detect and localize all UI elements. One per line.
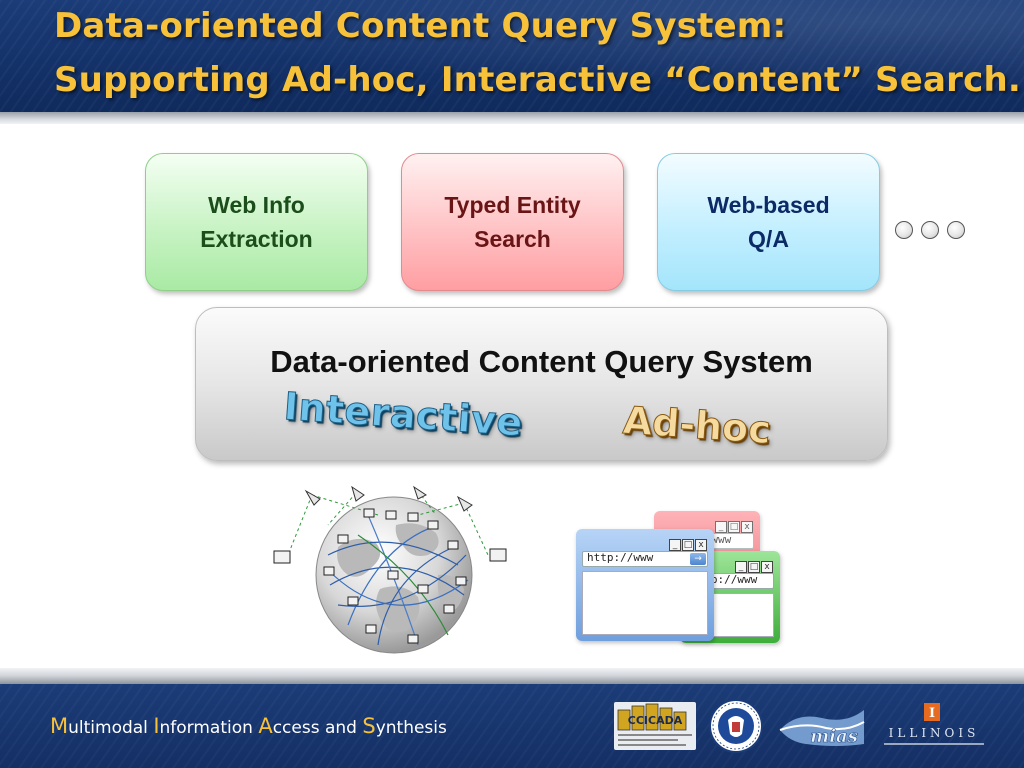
window-buttons: _□x bbox=[734, 554, 776, 573]
banner-texture bbox=[0, 0, 1024, 112]
box-label-line-2: Q/A bbox=[748, 226, 789, 252]
footer-initial: M bbox=[50, 714, 69, 738]
ccicada-logo: CCICADA bbox=[614, 702, 696, 750]
svg-text:ILLINOIS: ILLINOIS bbox=[889, 726, 980, 740]
web-info-extraction-box: Web Info Extraction bbox=[145, 153, 368, 291]
web-based-qa-box: Web-based Q/A bbox=[657, 153, 880, 291]
box-label-line-2: Extraction bbox=[200, 226, 313, 252]
browser-window-blue: _□x http://www → bbox=[576, 529, 714, 641]
mias-logo: mias bbox=[779, 710, 865, 747]
more-dots-icon bbox=[895, 221, 967, 239]
content-query-system-box: Data-oriented Content Query System Inter… bbox=[195, 307, 888, 461]
browser-windows-icon: _□x http://www _□x http://www _□x http:/… bbox=[572, 505, 787, 645]
window-buttons: _□x bbox=[668, 532, 710, 551]
slide-title-line-2: Supporting Ad-hoc, Interactive “Content”… bbox=[54, 60, 1021, 100]
footer-program-name: Multimodal Information Access and Synthe… bbox=[50, 714, 447, 738]
page-area bbox=[582, 571, 708, 635]
footer-divider bbox=[0, 668, 1024, 684]
slide-title-line-1: Data-oriented Content Query System: bbox=[54, 6, 787, 46]
footer-word: nformation bbox=[159, 718, 259, 738]
dot bbox=[921, 221, 939, 239]
box-label-line-1: Web Info bbox=[208, 192, 305, 218]
dot bbox=[895, 221, 913, 239]
adhoc-wordart: Ad-hoc bbox=[621, 398, 773, 453]
url-text: http://www bbox=[587, 551, 654, 564]
system-title: Data-oriented Content Query System bbox=[270, 344, 813, 379]
footer-word: ultimodal bbox=[68, 718, 154, 738]
address-bar: http://www → bbox=[582, 551, 708, 567]
window-buttons: _□x bbox=[714, 514, 756, 533]
header-divider bbox=[0, 112, 1024, 124]
footer-initial: A bbox=[258, 714, 273, 738]
footer-banner: Multimodal Information Access and Synthe… bbox=[0, 684, 1024, 768]
title-banner: Data-oriented Content Query System: Supp… bbox=[0, 0, 1024, 112]
svg-text:mias: mias bbox=[810, 726, 858, 747]
box-label-line-2: Search bbox=[474, 226, 551, 252]
illinois-logo: I ILLINOIS bbox=[884, 703, 984, 745]
dhs-seal-logo bbox=[709, 699, 763, 753]
dot bbox=[947, 221, 965, 239]
box-label-line-1: Typed Entity bbox=[444, 192, 581, 218]
svg-text:I: I bbox=[929, 706, 935, 721]
footer-initial: S bbox=[362, 714, 376, 738]
interactive-wordart: Interactive bbox=[282, 384, 525, 446]
footer-initial: I bbox=[153, 714, 160, 738]
go-arrow-icon: → bbox=[690, 553, 706, 565]
typed-entity-search-box: Typed Entity Search bbox=[401, 153, 624, 291]
footer-word: ccess and bbox=[272, 718, 363, 738]
box-label-line-1: Web-based bbox=[707, 192, 830, 218]
globe-network-icon bbox=[273, 485, 507, 654]
footer-word: ynthesis bbox=[375, 718, 447, 738]
svg-text:CCICADA: CCICADA bbox=[628, 714, 683, 727]
